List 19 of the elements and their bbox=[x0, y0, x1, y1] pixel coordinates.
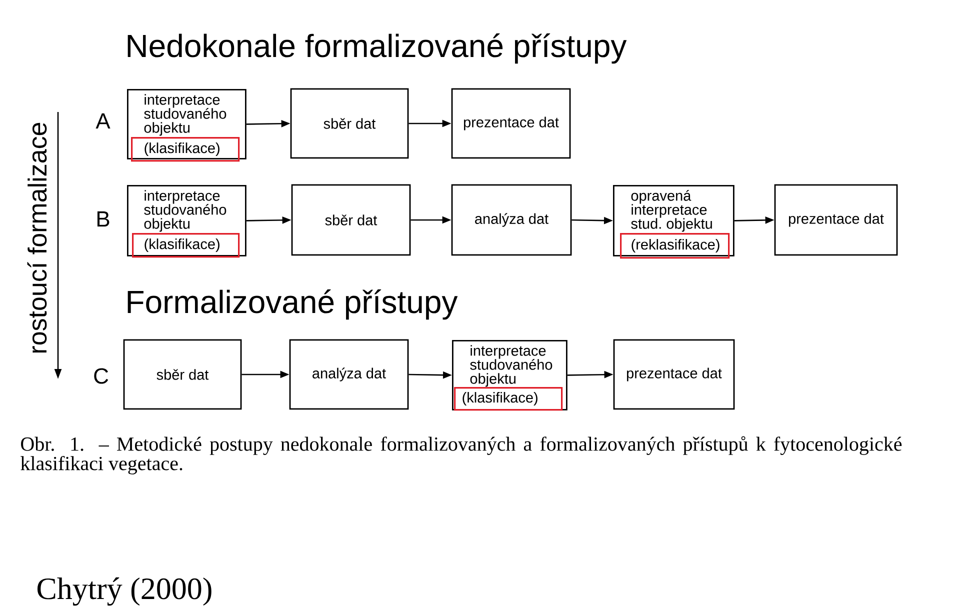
section-heading: Formalizované přístupy bbox=[128, 289, 458, 320]
title: Nedokonale formalizované přístupy bbox=[128, 33, 627, 64]
process-box: sběr dat bbox=[291, 184, 411, 256]
highlight-box: (klasifikace) bbox=[131, 136, 240, 162]
process-box: analýza dat bbox=[289, 339, 409, 410]
highlight-box: (reklasifikace) bbox=[620, 232, 730, 259]
axis-label: rostoucí formalizace bbox=[27, 122, 47, 353]
process-box: prezentace dat bbox=[613, 339, 735, 410]
process-box: prezentace dat bbox=[451, 88, 571, 159]
process-box: sběr dat bbox=[290, 88, 409, 159]
row-letter: A bbox=[96, 113, 110, 129]
highlight-box: (klasifikace) bbox=[454, 386, 563, 411]
process-box: analýza dat bbox=[451, 184, 572, 256]
caption: Obr. 1. – Metodické postupy nedokonale formalizovaných a formalizovaných přístupů k fytocenologické klasifikaci vegetace. bbox=[20, 436, 902, 474]
row-letter: B bbox=[97, 211, 110, 227]
process-box: prezentace dat bbox=[774, 184, 898, 256]
highlight-box: (klasifikace) bbox=[132, 232, 240, 258]
process-box: sběr dat bbox=[123, 339, 242, 410]
source-citation: Chytrý (2000) bbox=[37, 577, 212, 606]
